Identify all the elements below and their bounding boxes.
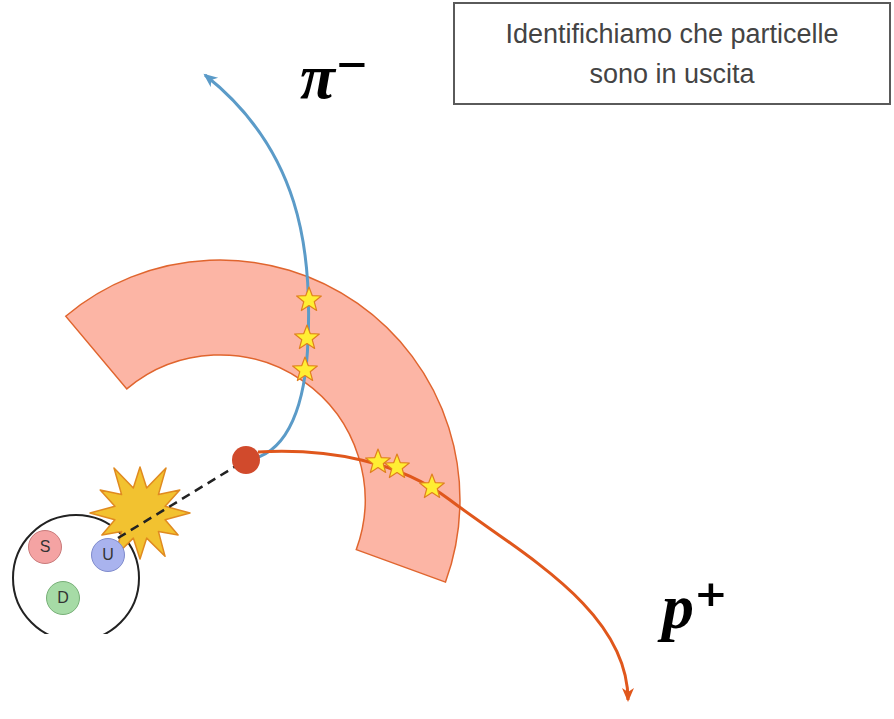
particle-label: p⁺: [662, 572, 728, 642]
crop-mask: [0, 634, 160, 719]
quark-fill: [47, 582, 80, 615]
quark-circle: D: [46, 581, 80, 615]
quark-letter: S: [40, 537, 51, 556]
quark-letter: D: [57, 588, 69, 607]
note-text: Identifichiamo che particelle sono in us…: [482, 14, 862, 94]
quark-circle: U: [91, 538, 125, 572]
quark-fill: [29, 531, 62, 564]
quark-circle: S: [28, 530, 62, 564]
particle-label: π⁻: [300, 42, 369, 112]
quark-letter: U: [102, 545, 114, 564]
detector-hit: [385, 454, 410, 478]
decay-vertex: [232, 446, 260, 474]
baryon-circle: [13, 515, 139, 641]
detector-band: [66, 260, 460, 582]
quark-fill: [92, 539, 125, 572]
flight-path: [118, 466, 236, 538]
detector-hit: [420, 474, 445, 498]
pion-track: [205, 75, 309, 460]
note-box: Identifichiamo che particelle sono in us…: [453, 2, 891, 105]
detector-hit: [297, 287, 322, 311]
detector-hit: [366, 449, 391, 473]
detector-hit: [293, 357, 318, 381]
detector-hit: [295, 325, 320, 349]
proton-track: [258, 451, 628, 700]
